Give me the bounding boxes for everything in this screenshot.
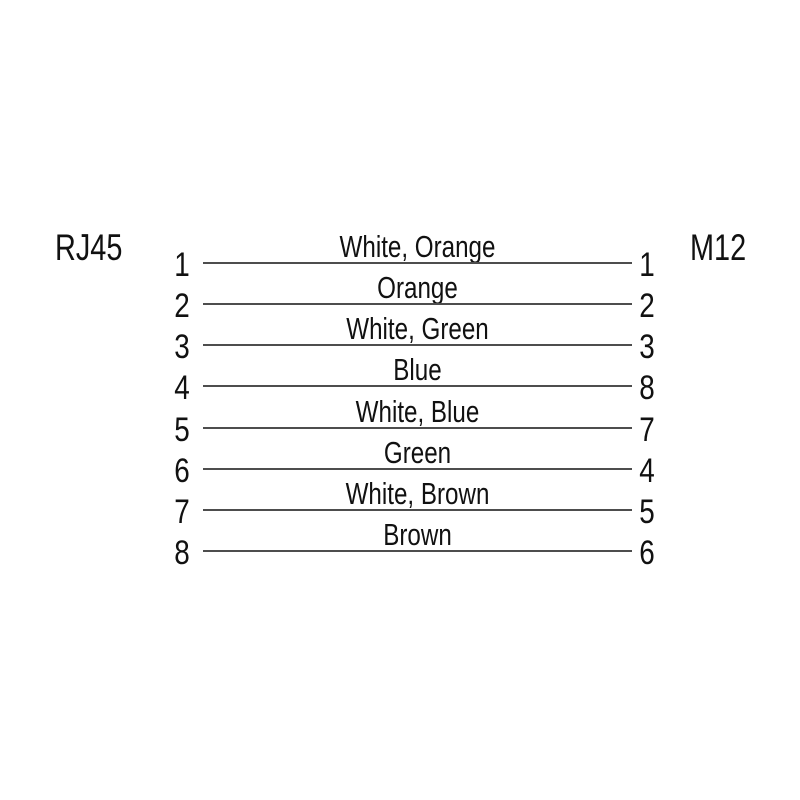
wire-color-label: Brown xyxy=(383,517,452,552)
wire-line xyxy=(203,344,632,346)
left-connector-label: RJ45 xyxy=(55,227,123,268)
wire-color-label: White, Orange xyxy=(339,229,496,264)
left-pin-number: 1 xyxy=(174,246,190,284)
right-pin-number: 8 xyxy=(639,369,655,407)
right-pin-number: 1 xyxy=(639,246,655,284)
wire-color-label: Green xyxy=(383,435,452,470)
left-pin-number: 5 xyxy=(174,411,190,449)
wire-color-label: Blue xyxy=(393,352,442,387)
right-pin-number: 5 xyxy=(639,493,655,531)
wire-color-label: White, Green xyxy=(346,311,489,346)
right-pin-number: 2 xyxy=(639,287,655,325)
left-pin-number: 4 xyxy=(174,369,190,407)
wire-color-label: White, Brown xyxy=(345,476,490,511)
wire-line xyxy=(203,385,632,387)
right-connector-label: M12 xyxy=(690,227,747,268)
wire-color-label: White, Blue xyxy=(355,394,480,429)
right-pin-number: 4 xyxy=(639,452,655,490)
wire-line xyxy=(203,262,632,264)
left-pin-number: 8 xyxy=(174,534,190,572)
right-pin-number: 6 xyxy=(639,534,655,572)
left-pin-number: 2 xyxy=(174,287,190,325)
right-pin-number: 3 xyxy=(639,328,655,366)
left-pin-number: 6 xyxy=(174,452,190,490)
right-pin-number: 7 xyxy=(639,411,655,449)
wire-line xyxy=(203,509,632,511)
wire-color-label: Orange xyxy=(377,270,458,305)
wire-line xyxy=(203,550,632,552)
left-pin-number: 7 xyxy=(174,493,190,531)
wire-line xyxy=(203,468,632,470)
left-pin-number: 3 xyxy=(174,328,190,366)
wire-line xyxy=(203,303,632,305)
wire-line xyxy=(203,427,632,429)
